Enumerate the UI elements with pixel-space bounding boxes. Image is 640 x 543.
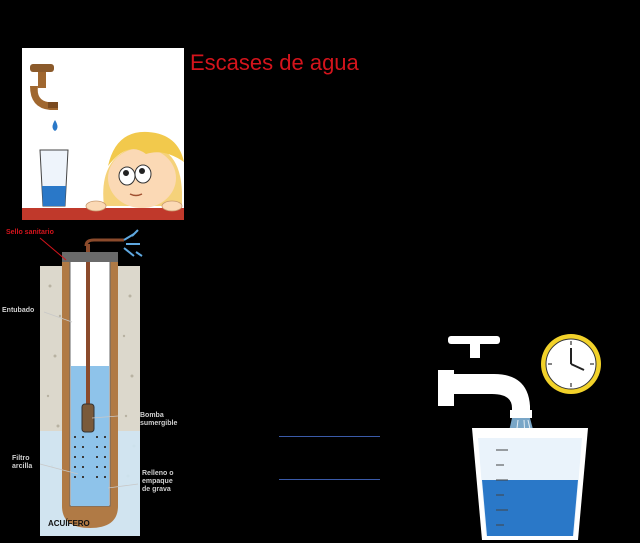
water-drop-icon xyxy=(52,120,58,131)
measuring-cup-icon xyxy=(472,428,588,540)
water-scarcity-illustration xyxy=(22,48,184,220)
label-entubado: Entubado xyxy=(2,307,35,314)
label-relleno-empaque: Relleno o empaque de grava xyxy=(142,470,174,493)
divider-line-top xyxy=(279,436,380,437)
slide-title: Escases de agua xyxy=(190,50,359,75)
well-cross-section-illustration xyxy=(39,229,143,536)
label-bomba-sumergible: Bomba sumergible xyxy=(140,412,178,427)
glass-icon xyxy=(39,149,69,207)
water-splash-icon xyxy=(123,229,143,257)
child-icon xyxy=(85,131,184,212)
label-filtro-arcilla: Filtro arcilla xyxy=(12,455,33,470)
divider-line-bottom xyxy=(279,479,380,480)
label-sello-sanitario: Sello sanitario xyxy=(6,229,54,236)
faucet-icon xyxy=(438,336,532,418)
clock-icon xyxy=(541,334,601,394)
water-consumption-illustration xyxy=(438,334,601,540)
faucet-icon xyxy=(30,64,58,110)
label-acuifero: ACUÍFERO xyxy=(48,519,90,528)
